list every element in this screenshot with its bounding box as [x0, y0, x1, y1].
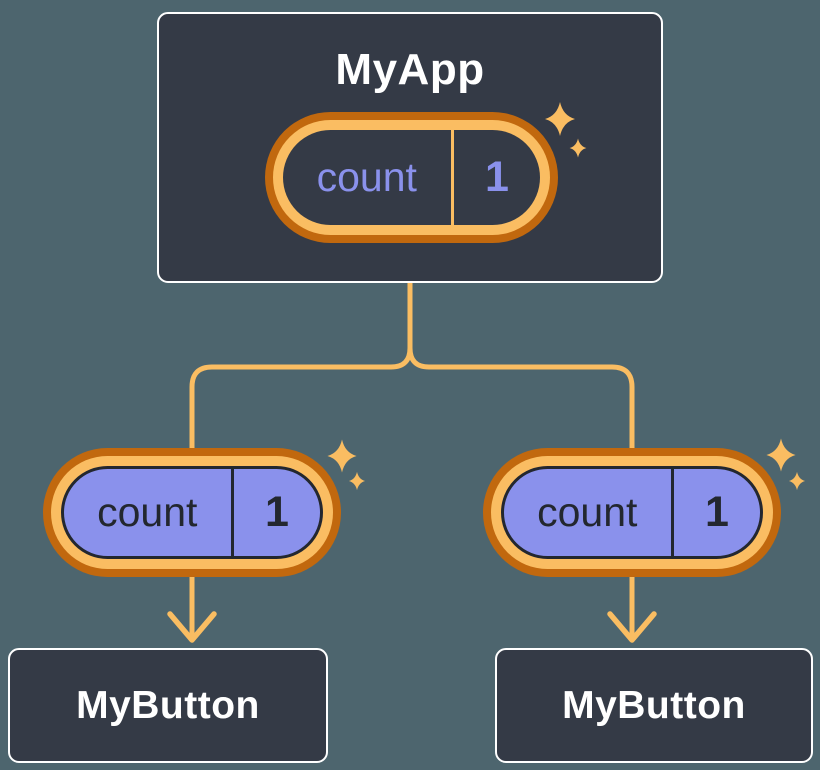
- component-node-mybutton-left: MyButton: [8, 648, 328, 763]
- prop-pill-body: count 1: [61, 466, 323, 559]
- state-pill-root: count 1: [265, 112, 558, 243]
- component-label: MyButton: [76, 683, 260, 727]
- state-value: 1: [485, 153, 509, 201]
- state-key: count: [316, 154, 417, 200]
- state-pill-ring: count 1: [273, 120, 550, 235]
- sparkle-icon: [327, 439, 357, 473]
- prop-value: 1: [265, 488, 289, 536]
- component-label: MyButton: [562, 683, 746, 727]
- pill-divider: [670, 469, 674, 556]
- sparkle-icon: [766, 438, 796, 472]
- component-label: MyApp: [335, 45, 485, 94]
- prop-pill-body: count 1: [501, 466, 763, 559]
- prop-value: 1: [705, 488, 729, 536]
- pill-divider: [450, 130, 454, 225]
- arrow-down-icon: [607, 611, 657, 643]
- component-node-mybutton-right: MyButton: [495, 648, 813, 763]
- arrow-down-icon: [167, 611, 217, 643]
- prop-pill-ring: count 1: [491, 456, 773, 569]
- sparkle-icon: [788, 471, 806, 491]
- prop-pill-left: count 1: [43, 448, 341, 577]
- prop-pill-ring: count 1: [51, 456, 333, 569]
- prop-pill-right: count 1: [483, 448, 781, 577]
- sparkle-icon: [348, 471, 366, 491]
- prop-key: count: [537, 489, 638, 535]
- state-pill-body: count 1: [283, 130, 540, 225]
- prop-key: count: [97, 489, 198, 535]
